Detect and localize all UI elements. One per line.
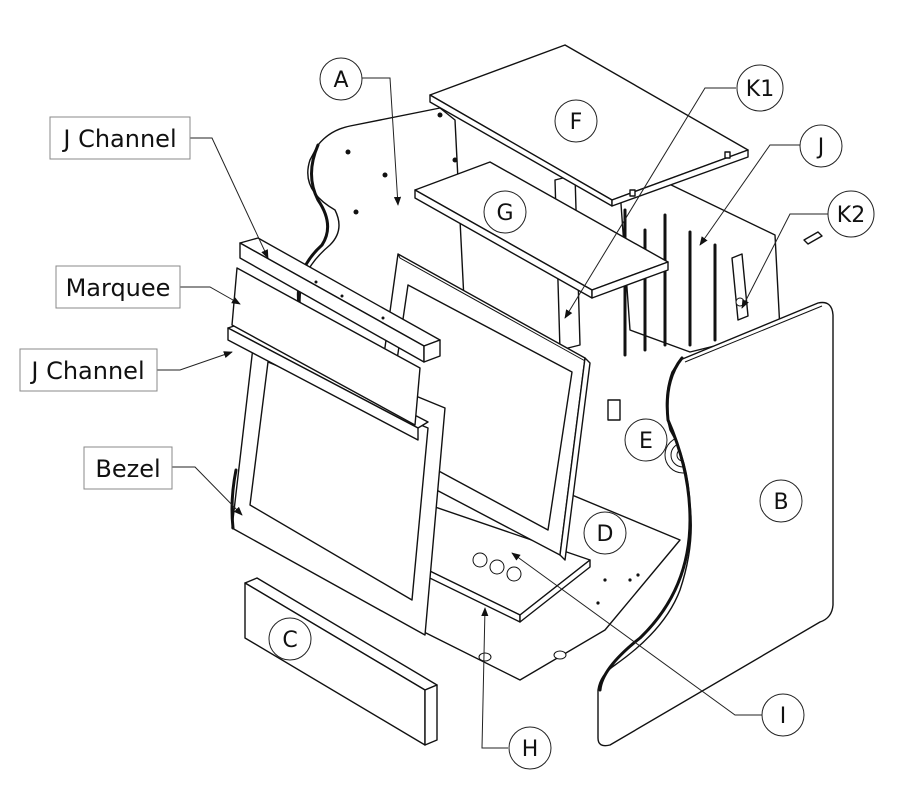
callout-i: I: [761, 693, 805, 737]
callout-h: H: [508, 726, 552, 770]
callout-k2: K2: [827, 190, 875, 238]
label-bezel-text: Bezel: [95, 455, 160, 483]
callout-e-text: E: [639, 429, 653, 454]
callout-a: A: [319, 57, 363, 101]
callout-k1-text: K1: [746, 77, 774, 102]
callout-h-text: H: [522, 737, 539, 762]
callout-e: E: [624, 418, 668, 462]
callout-k2-text: K2: [837, 203, 865, 228]
callout-d-text: D: [597, 522, 614, 547]
label-marquee: Marquee: [55, 265, 181, 309]
callout-j-text: J: [816, 135, 825, 160]
label-j-channel-top-text: J Channel: [61, 125, 176, 153]
leader-lines: [157, 77, 828, 749]
callout-i-text: I: [780, 704, 787, 729]
side-panel-b: [597, 301, 834, 747]
callout-a-text: A: [333, 68, 348, 93]
label-marquee-text: Marquee: [66, 274, 171, 302]
callout-k1: K1: [736, 64, 784, 112]
shelf-g: [414, 161, 669, 299]
callout-j: J: [799, 124, 843, 168]
callout-f-text: F: [570, 110, 583, 135]
label-j-channel-bottom: J Channel: [19, 348, 158, 392]
callout-b-text: B: [773, 490, 788, 515]
label-j-channel-bottom-text: J Channel: [29, 357, 144, 385]
marquee-panel: [231, 267, 421, 426]
callout-c: C: [268, 617, 312, 661]
j-channel-upper: [239, 237, 441, 363]
callout-f: F: [554, 99, 598, 143]
callout-c-text: C: [282, 628, 297, 653]
callout-b: B: [759, 479, 803, 523]
callout-g: G: [483, 190, 527, 234]
callout-g-text: G: [496, 201, 513, 226]
label-j-channel-top: J Channel: [49, 116, 191, 160]
callout-d: D: [583, 511, 627, 555]
label-bezel: Bezel: [83, 446, 173, 490]
